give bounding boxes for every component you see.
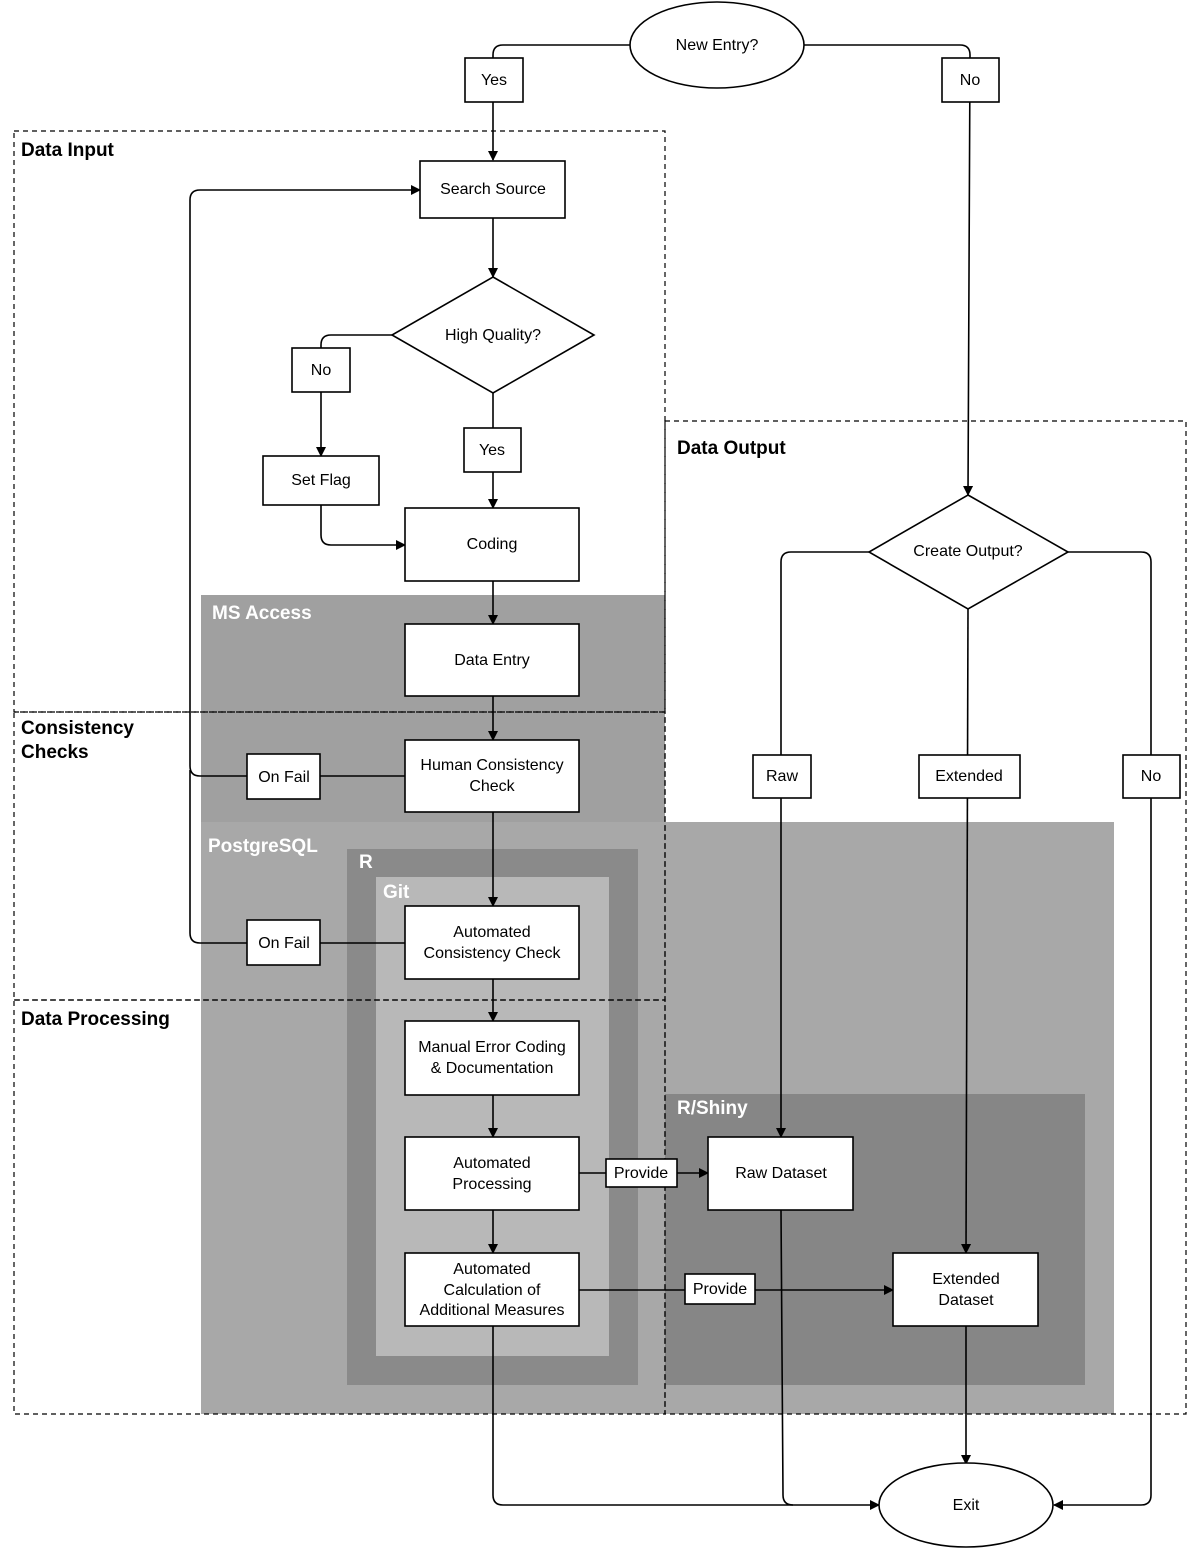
zone-label-r-shiny: R/Shiny — [677, 1098, 748, 1119]
edge-new-entry-yes — [488, 44, 630, 161]
edge-output-raw — [776, 551, 869, 1138]
node-search-source: Search Source — [419, 160, 566, 219]
svg-text:Consistency Check: Consistency Check — [424, 945, 562, 962]
svg-text:Raw Dataset: Raw Dataset — [735, 1165, 827, 1182]
node-high-quality: High Quality? — [390, 276, 596, 394]
label-provide-extended: Provide — [684, 1273, 756, 1305]
svg-text:Raw: Raw — [766, 768, 798, 785]
edge-raw-to-exit — [780, 1209, 794, 1506]
edge-human-fail-loop — [189, 185, 421, 777]
svg-text:Additional Measures: Additional Measures — [420, 1302, 565, 1319]
node-human-consistency-check: Human Consistency Check — [404, 739, 580, 813]
label-yes-new-entry: Yes — [464, 57, 524, 103]
section-data-output — [664, 420, 1187, 1415]
svg-text:No: No — [1141, 768, 1162, 785]
svg-text:High Quality?: High Quality? — [445, 327, 541, 344]
svg-text:Automated: Automated — [453, 1261, 530, 1278]
node-new-entry: New Entry? — [629, 1, 805, 89]
section-title-consistency-checks: Consistency — [21, 718, 134, 739]
zone-label-git: Git — [383, 882, 410, 903]
label-no-output: No — [1122, 754, 1181, 799]
edge-flag-to-coding — [320, 505, 406, 550]
label-on-fail-auto: On Fail — [246, 919, 321, 966]
node-automated-processing: Automated Processing — [404, 1136, 580, 1211]
edges — [189, 44, 1152, 1510]
svg-text:Processing: Processing — [452, 1176, 531, 1193]
section-title-data-output: Data Output — [677, 438, 786, 459]
section-title-data-input: Data Input — [21, 140, 115, 161]
svg-text:Check: Check — [469, 778, 515, 795]
node-automated-calculation: Automated Calculation of Additional Meas… — [404, 1252, 580, 1327]
label-yes-quality: Yes — [463, 427, 522, 473]
node-create-output: Create Output? — [867, 494, 1070, 610]
nodes: New Entry? Search Source High Quality? S… — [262, 1, 1070, 1548]
svg-text:New Entry?: New Entry? — [676, 37, 759, 54]
svg-text:Yes: Yes — [479, 442, 505, 459]
node-set-flag: Set Flag — [262, 455, 380, 506]
svg-text:Manual Error Coding: Manual Error Coding — [418, 1039, 566, 1056]
node-manual-error-coding: Manual Error Coding & Documentation — [404, 1020, 580, 1096]
svg-text:Provide: Provide — [614, 1165, 668, 1182]
svg-text:Automated: Automated — [453, 924, 530, 941]
node-raw-dataset: Raw Dataset — [707, 1136, 854, 1211]
label-no-quality: No — [291, 347, 351, 393]
section-frames: Data Input Consistency Checks Data Proce… — [13, 130, 1187, 1415]
svg-text:Calculation of: Calculation of — [444, 1282, 542, 1299]
svg-text:Extended: Extended — [932, 1271, 1000, 1288]
svg-text:Yes: Yes — [481, 72, 507, 89]
svg-text:Set Flag: Set Flag — [291, 472, 351, 489]
svg-text:Extended: Extended — [935, 768, 1003, 785]
svg-text:Coding: Coding — [467, 536, 518, 553]
edge-output-no — [1053, 551, 1152, 1510]
svg-text:Data Entry: Data Entry — [454, 652, 530, 669]
edge-output-extended — [961, 608, 972, 1254]
svg-text:On Fail: On Fail — [258, 935, 310, 952]
node-automated-consistency-check: Automated Consistency Check — [404, 905, 580, 980]
svg-text:Human Consistency: Human Consistency — [420, 757, 563, 774]
edge-calc-to-exit — [492, 1326, 880, 1510]
zone-label-postgresql: PostgreSQL — [208, 836, 318, 857]
svg-text:On Fail: On Fail — [258, 769, 310, 786]
node-exit: Exit — [878, 1462, 1054, 1548]
svg-text:Automated: Automated — [453, 1155, 530, 1172]
node-coding: Coding — [404, 507, 580, 582]
svg-text:Create Output?: Create Output? — [913, 543, 1023, 560]
node-extended-dataset: Extended Dataset — [892, 1252, 1039, 1327]
svg-text:& Documentation: & Documentation — [431, 1060, 554, 1077]
svg-text:Search Source: Search Source — [440, 181, 546, 198]
svg-text:Dataset: Dataset — [938, 1292, 994, 1309]
zone-label-r: R — [359, 852, 373, 873]
label-raw: Raw — [752, 754, 812, 799]
svg-text:No: No — [960, 72, 981, 89]
svg-text:No: No — [311, 362, 332, 379]
label-on-fail-human: On Fail — [246, 753, 321, 800]
zone-label-ms-access: MS Access — [212, 603, 312, 624]
node-data-entry: Data Entry — [404, 623, 580, 697]
section-title-consistency-checks-line2: Checks — [21, 742, 89, 763]
label-no-new-entry: No — [941, 57, 1000, 103]
label-provide-raw: Provide — [605, 1158, 678, 1188]
label-extended: Extended — [918, 754, 1021, 799]
edge-quality-no — [316, 334, 392, 457]
edge-auto-fail-loop — [189, 770, 405, 944]
svg-text:Provide: Provide — [693, 1281, 747, 1298]
edge-new-entry-no — [804, 44, 974, 496]
section-title-data-processing: Data Processing — [21, 1009, 170, 1030]
edge-labels: Yes No No Yes On Fail On Fail Raw Exten — [246, 57, 1181, 1305]
svg-text:Exit: Exit — [953, 1497, 980, 1514]
